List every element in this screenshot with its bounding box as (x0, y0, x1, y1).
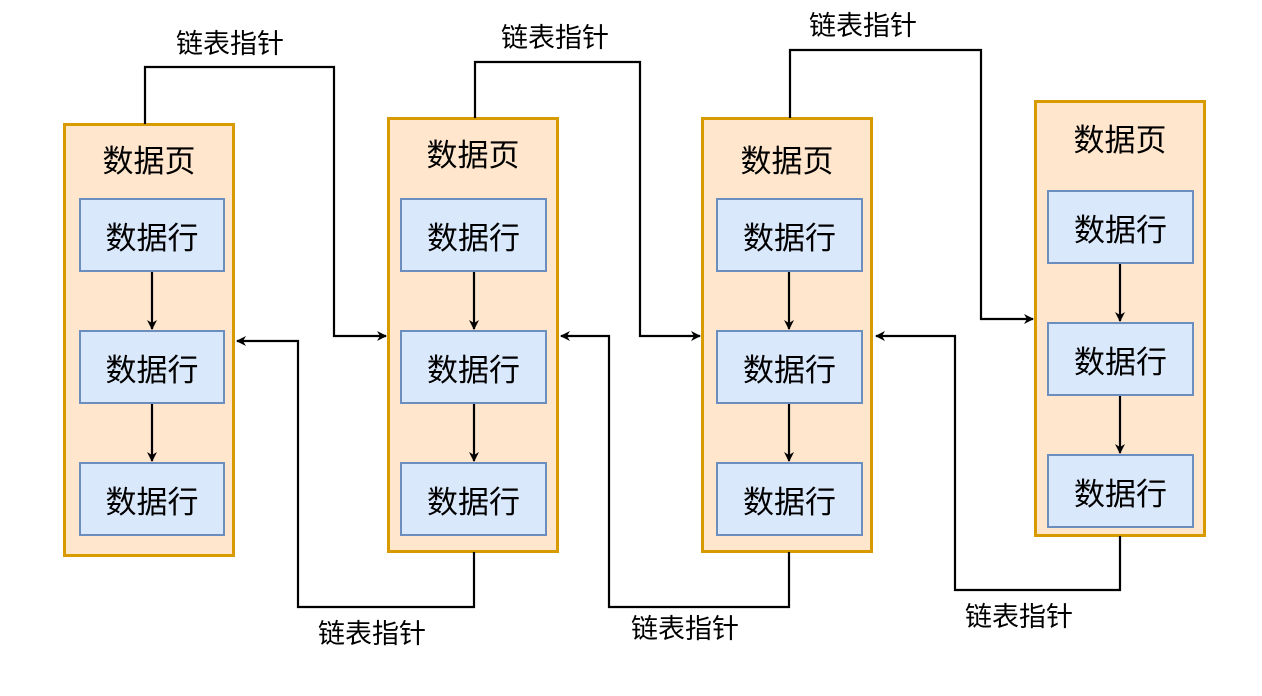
backward-pointer-label-3: 链表指针 (965, 601, 1073, 635)
data-row: 数据行 (1047, 322, 1194, 396)
forward-pointer-label-3: 链表指针 (809, 10, 917, 44)
page-title: 数据页 (426, 138, 520, 174)
page-title: 数据页 (740, 144, 834, 180)
data-row: 数据行 (400, 198, 547, 272)
data-row: 数据行 (79, 330, 225, 404)
data-row: 数据行 (79, 462, 225, 536)
backward-pointer-label-2: 链表指针 (631, 613, 739, 647)
forward-pointer-label-1: 链表指针 (176, 28, 284, 62)
data-row: 数据行 (716, 198, 863, 272)
data-row: 数据行 (400, 330, 547, 404)
data-row: 数据行 (716, 330, 863, 404)
page-title: 数据页 (1073, 123, 1167, 159)
data-row: 数据行 (1047, 190, 1194, 264)
data-row: 数据行 (716, 462, 863, 536)
data-row: 数据行 (79, 198, 225, 272)
backward-pointer-label-1: 链表指针 (318, 618, 426, 652)
forward-pointer-label-2: 链表指针 (501, 22, 609, 56)
data-row: 数据行 (400, 462, 547, 536)
data-row: 数据行 (1047, 454, 1194, 528)
page-title: 数据页 (102, 144, 196, 180)
